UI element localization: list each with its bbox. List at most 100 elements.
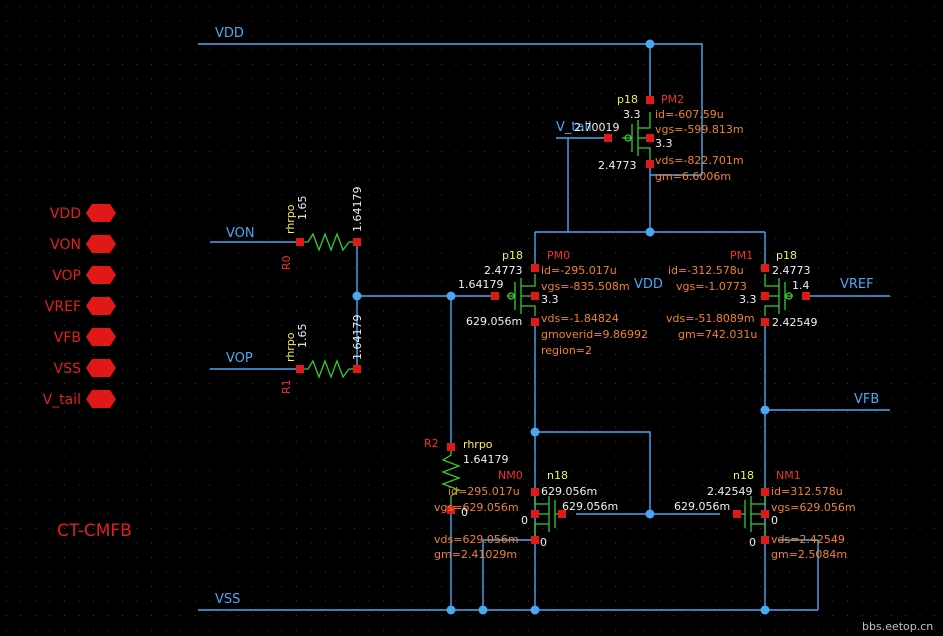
pin-vop[interactable]: VOP — [52, 266, 116, 284]
net-label-vop[interactable]: VOP — [226, 351, 253, 366]
pin-v-tail[interactable]: V_tail — [43, 390, 116, 408]
r0-model: rhrpo — [284, 204, 297, 234]
port-shape-icon — [86, 297, 116, 315]
pm0-vds: vds=-1.84824 — [541, 312, 619, 325]
pm2-gate-voltage: 2.70019 — [574, 121, 620, 134]
r1-model: rhrpo — [284, 332, 297, 362]
nm0-r2-bottom: 0 — [461, 506, 468, 519]
r2-model: rhrpo — [463, 438, 493, 451]
pin-list: VDD VON VOP VREF VFB VSS V_tail — [43, 204, 116, 408]
pm1-name: PM1 — [730, 249, 753, 262]
transistor-nm1[interactable]: n18 NM1 2.42549 id=312.578u 629.056m vgs… — [674, 469, 856, 561]
r1-value: 1.65 — [296, 324, 309, 349]
pm2-vgs: vgs=-599.813m — [655, 123, 744, 136]
pm2-vds: vds=-822.701m — [655, 154, 744, 167]
nm0-gm: gm=2.41029m — [434, 548, 517, 561]
transistor-pm0[interactable]: p18 PM0 2.4773 id=-295.017u 1.64179 vgs=… — [458, 249, 648, 357]
nm0-model: n18 — [547, 469, 568, 482]
port-shape-icon — [86, 235, 116, 253]
pin-label: VSS — [54, 361, 81, 377]
nm0-name: NM0 — [498, 469, 523, 482]
pm1-vgs: vgs=-1.0773 — [676, 280, 747, 293]
pmos-pm2-symbol[interactable] — [622, 112, 651, 160]
junction-dots — [352, 39, 770, 615]
resistor-r2-symbol[interactable] — [441, 447, 461, 510]
resistor-r2[interactable]: R2 rhrpo 1.64179 — [424, 437, 509, 466]
nmos-nm1-symbol[interactable] — [737, 492, 766, 536]
transistor-pm1[interactable]: PM1 p18 id=-312.578u 2.4773 vgs=-1.0773 … — [666, 249, 818, 341]
pm2-gm: gm=6.6006m — [655, 170, 731, 183]
r0-value: 1.65 — [296, 196, 309, 221]
port-shape-icon — [86, 266, 116, 284]
transistor-pm2[interactable]: p18 PM2 3.3 id=-607.59u 2.70019 vgs=-599… — [574, 93, 744, 183]
pin-label: V_tail — [43, 392, 81, 408]
device-symbols — [300, 112, 793, 536]
net-label-vdd[interactable]: VDD — [215, 26, 244, 41]
schematic-title: CT-CMFB — [57, 521, 132, 541]
pm1-source-voltage: 2.4773 — [772, 264, 811, 277]
resistor-r0[interactable]: rhrpo 1.65 1.64179 R0 — [280, 187, 364, 271]
net-label-vss[interactable]: VSS — [215, 592, 240, 607]
pm0-gmoverid: gmoverid=9.86992 — [541, 328, 648, 341]
port-shape-icon — [86, 359, 116, 377]
nm1-model: n18 — [733, 469, 754, 482]
nm1-gm: gm=2.5084m — [771, 548, 847, 561]
net-label-vfb[interactable]: VFB — [854, 392, 879, 407]
r0-node-voltage: 1.64179 — [351, 187, 364, 233]
nm1-drain-voltage: 2.42549 — [707, 485, 753, 498]
nmos-nm0-symbol[interactable] — [534, 492, 562, 536]
net-label-vref[interactable]: VREF — [840, 277, 874, 292]
pm1-width: 3.3 — [739, 293, 757, 306]
pmos-pm0-symbol[interactable] — [507, 274, 536, 316]
pin-vdd[interactable]: VDD — [50, 204, 116, 222]
nm1-source-voltage: 0 — [749, 536, 756, 549]
pin-vref[interactable]: VREF — [45, 297, 116, 315]
pm1-gm: gm=742.031u — [678, 328, 757, 341]
nm0-source-voltage: 0 — [540, 536, 547, 549]
pin-label: VDD — [50, 206, 81, 222]
nm1-id: id=312.578u — [771, 485, 843, 498]
port-shape-icon — [86, 390, 116, 408]
pin-label: VFB — [54, 330, 81, 346]
pm0-width: 3.3 — [541, 293, 559, 306]
pm2-width2: 3.3 — [655, 137, 673, 150]
nm0-gate-voltage: 629.056m — [562, 500, 618, 513]
net-label-vdd-inner[interactable]: VDD — [634, 277, 663, 292]
net-label-vtail[interactable]: V_tail — [556, 120, 592, 135]
pm1-gate-voltage: 1.4 — [792, 279, 810, 292]
pin-label: VON — [50, 237, 81, 253]
nm1-vds: vds=2.42549 — [771, 533, 845, 546]
r1-name: R1 — [280, 379, 293, 394]
transistor-nm0[interactable]: NM0 n18 id=295.017u 629.056m vgs=629.056… — [434, 469, 618, 561]
pm2-name: PM2 — [661, 93, 684, 106]
r0-name: R0 — [280, 255, 293, 270]
resistor-r0-symbol[interactable] — [300, 232, 357, 252]
pin-vss[interactable]: VSS — [54, 359, 116, 377]
pm0-drain-voltage: 629.056m — [466, 315, 522, 328]
resistor-r1[interactable]: rhrpo 1.65 1.64179 R1 — [280, 315, 364, 395]
pm0-vgs: vgs=-835.508m — [541, 280, 630, 293]
pm0-model: p18 — [502, 249, 523, 262]
watermark: bbs.eetop.cn — [862, 620, 933, 633]
pin-markers — [296, 96, 810, 544]
pm2-width: 3.3 — [623, 108, 641, 121]
pin-von[interactable]: VON — [50, 235, 116, 253]
nm0-id: id=295.017u — [448, 485, 520, 498]
pm1-id: id=-312.578u — [668, 264, 744, 277]
port-shape-icon — [86, 328, 116, 346]
resistor-r1-symbol[interactable] — [300, 359, 357, 379]
pm2-id: id=-607.59u — [655, 108, 724, 121]
nm1-name: NM1 — [776, 469, 801, 482]
pmos-pm1-symbol[interactable] — [764, 274, 793, 316]
port-shape-icon — [86, 204, 116, 222]
pm2-model: p18 — [617, 93, 638, 106]
pin-vfb[interactable]: VFB — [54, 328, 116, 346]
nm0-vds: vds=629.056m — [434, 533, 519, 546]
net-label-von[interactable]: VON — [226, 226, 255, 241]
nm0-vgs: vgs=629.056m — [434, 501, 519, 514]
r2-name: R2 — [424, 437, 439, 450]
pm0-gate-voltage: 1.64179 — [458, 278, 504, 291]
pm1-model: p18 — [776, 249, 797, 262]
nm0-drain-voltage: 629.056m — [541, 485, 597, 498]
